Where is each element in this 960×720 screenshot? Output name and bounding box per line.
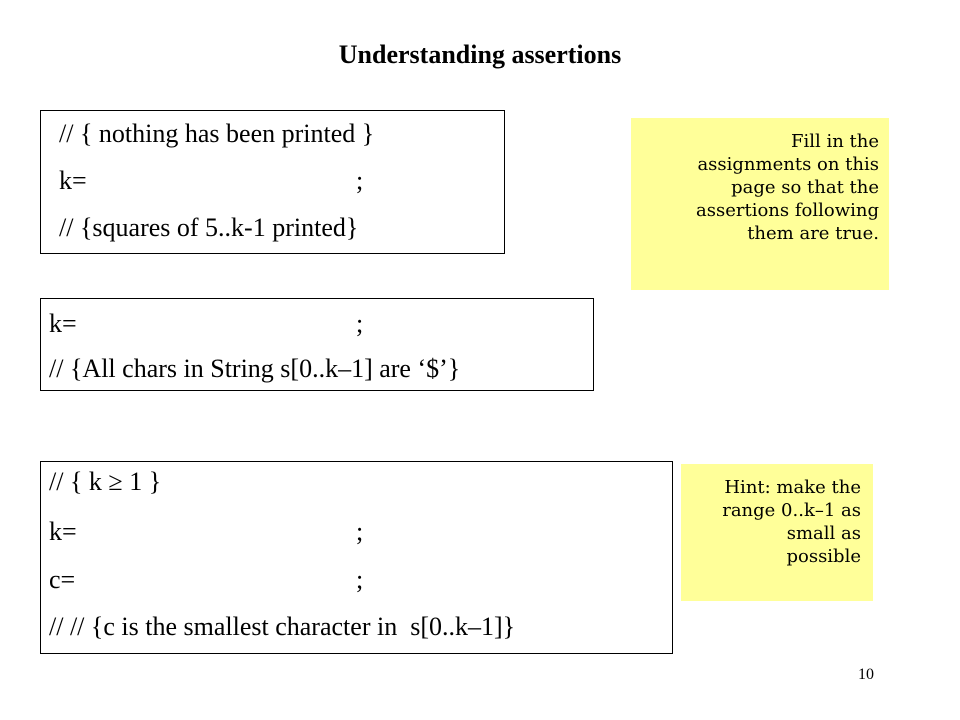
page-number: 10 [858,666,874,683]
note2-line: Hint: make the [724,477,861,498]
note1-line: assignments on this [697,154,879,175]
box3-k-assignment-label: k= [49,517,77,546]
box1-postcondition: // {squares of 5..k-1 printed} [59,213,359,242]
box1-assignment-semicolon: ; [356,166,364,195]
box1-assignment-label: k= [59,166,87,195]
note1-line: assertions following [696,200,879,221]
assertion-box-3: // { k ≥ 1 } k= ; c= ; // // {c is the s… [40,461,673,654]
hint-note: Hint: make the range 0..k–1 as small as … [681,464,873,601]
box3-c-assignment-semicolon: ; [356,565,364,594]
note1-line: Fill in the [790,131,879,152]
box3-precondition: // { k ≥ 1 } [49,467,162,496]
assertion-box-2: k= ; // {All chars in String s[0..k–1] a… [40,298,594,391]
box1-precondition: // { nothing has been printed } [59,119,375,148]
instruction-note: Fill in the assignments on this page so … [631,118,889,290]
box3-k-assignment-semicolon: ; [356,517,364,546]
note2-line: possible [786,546,861,567]
assertion-box-1: // { nothing has been printed } k= ; // … [40,110,505,254]
note2-line: small as [786,523,861,544]
box2-assignment-label: k= [49,309,77,338]
box3-postcondition: // // {c is the smallest character in s[… [49,612,516,641]
box3-c-assignment-label: c= [49,565,76,594]
slide-title: Understanding assertions [338,40,622,69]
box2-postcondition: // {All chars in String s[0..k–1] are ‘$… [49,354,461,383]
box2-assignment-semicolon: ; [356,309,364,338]
note2-line: range 0..k–1 as [722,500,861,521]
note1-line: page so that the [731,177,879,198]
note1-line: them are true. [747,223,879,244]
